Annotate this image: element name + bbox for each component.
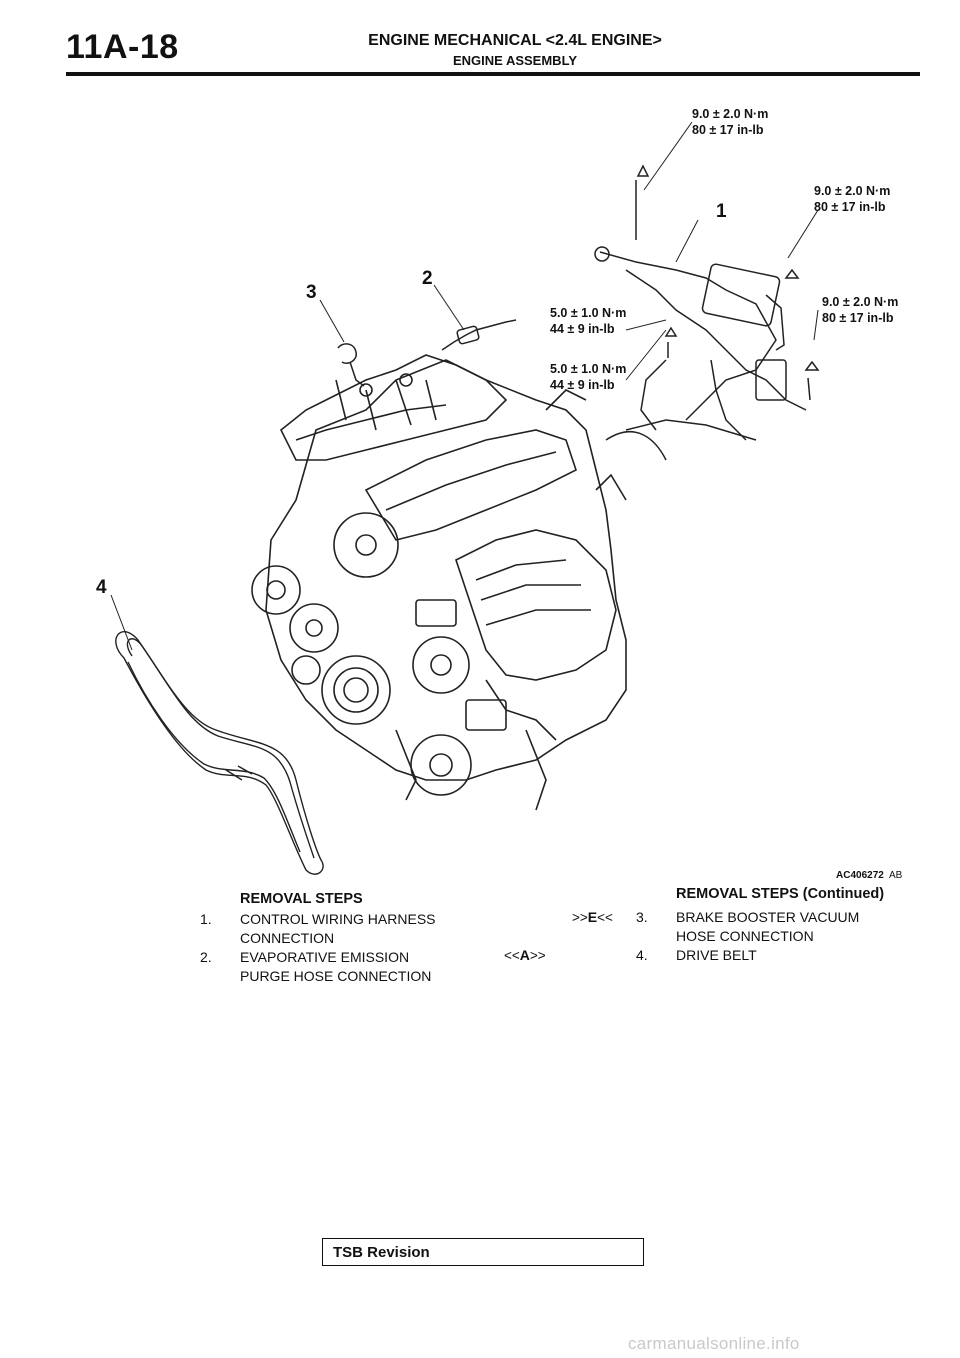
step-3-line2: HOSE CONNECTION: [676, 928, 814, 944]
tsb-revision-label: TSB Revision: [333, 1244, 430, 1261]
removal-steps-heading: REMOVAL STEPS: [240, 891, 363, 907]
step-4-line1: DRIVE BELT: [676, 947, 757, 963]
step-4-number: 4.: [636, 947, 648, 963]
step-3-line1: BRAKE BOOSTER VACUUM: [676, 909, 860, 925]
torque-spec-4-nm: 5.0 ± 1.0 N·m: [550, 306, 626, 320]
step-2-number: 2.: [200, 949, 212, 965]
callout-3: 3: [306, 282, 317, 303]
step-1-line2: CONNECTION: [240, 930, 335, 946]
section-subtitle: ENGINE ASSEMBLY: [452, 53, 577, 68]
header-rule: [66, 72, 920, 76]
callout-4: 4: [96, 577, 107, 598]
brake-booster-hose: [337, 343, 365, 387]
step-3-code: >>E<<: [572, 909, 613, 925]
step-2-line2: PURGE HOSE CONNECTION: [240, 968, 432, 984]
torque-spec-5-nm: 5.0 ± 1.0 N·m: [550, 362, 626, 376]
page-number: 11A-18: [66, 28, 179, 66]
callout-1: 1: [716, 201, 727, 222]
figure-code: AC406272: [836, 870, 884, 880]
engine-assembly-figure: 1 2 3 4 9.0 ± 2.0 N·m 80 ± 17 in-lb 9.0 …: [66, 80, 920, 880]
section-title: ENGINE MECHANICAL <2.4L ENGINE>: [368, 32, 662, 49]
torque-spec-1-inlb: 80 ± 17 in-lb: [692, 123, 764, 137]
drive-belt: [115, 631, 324, 875]
step-1-line1: CONTROL WIRING HARNESS: [240, 911, 436, 927]
step-2-line1: EVAPORATIVE EMISSION: [240, 949, 410, 965]
torque-spec-5-inlb: 44 ± 9 in-lb: [550, 378, 615, 392]
torque-spec-1-nm: 9.0 ± 2.0 N·m: [692, 107, 768, 121]
step-3-number: 3.: [636, 909, 648, 925]
leader-lines: [110, 121, 819, 651]
step-1-number: 1.: [200, 911, 212, 927]
watermark: carmanualsonline.info: [628, 1334, 800, 1353]
torque-spec-2-inlb: 80 ± 17 in-lb: [814, 200, 886, 214]
torque-spec-3-nm: 9.0 ± 2.0 N·m: [822, 295, 898, 309]
tsb-revision-box: TSB Revision: [322, 1238, 644, 1266]
callout-2: 2: [422, 268, 433, 289]
removal-steps-continued-heading: REMOVAL STEPS (Continued): [676, 886, 885, 902]
control-wiring-harness: [594, 164, 820, 461]
step-4-code: <<A>>: [504, 947, 546, 963]
engine-illustration: 1 2 3 4 9.0 ± 2.0 N·m 80 ± 17 in-lb 9.0 …: [96, 107, 903, 880]
torque-spec-4-inlb: 44 ± 9 in-lb: [550, 322, 615, 336]
purge-hose: [441, 319, 517, 351]
figure-code-suffix: AB: [889, 870, 903, 880]
torque-spec-3-inlb: 80 ± 17 in-lb: [822, 311, 894, 325]
engine-block: [251, 354, 627, 811]
torque-spec-2-nm: 9.0 ± 2.0 N·m: [814, 184, 890, 198]
